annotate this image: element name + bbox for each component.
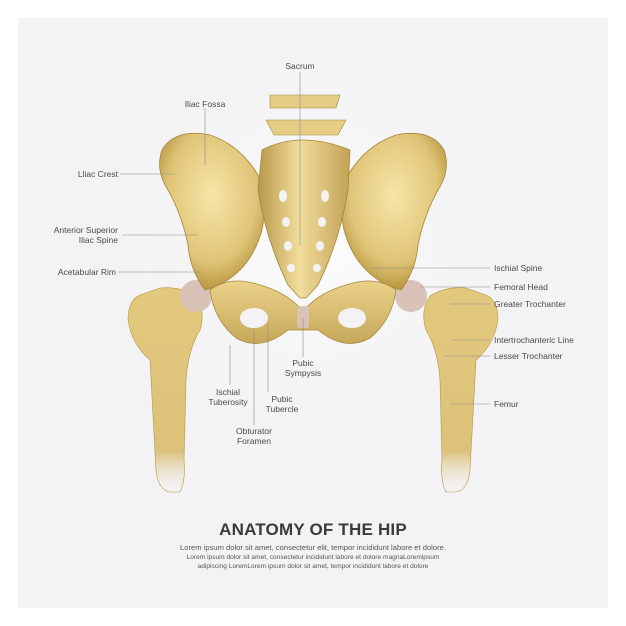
description-line-3: adipiscing LoremLorem ipsum dolor sit am… xyxy=(197,563,429,570)
pubic-ischial-ring xyxy=(209,280,397,344)
right-ilium xyxy=(341,132,447,291)
page-title: ANATOMY OF THE HIP xyxy=(219,520,407,539)
label-lesser-trochanter: Lesser Trochanter xyxy=(494,351,563,361)
label-iliac-crest: Lliac Crest xyxy=(77,169,118,179)
label-acetabular-rim: Acetabular Rim xyxy=(57,267,116,277)
label-femoral-head: Femoral Head xyxy=(494,282,548,292)
label-pubic-sympysis: Pubic Sympysis xyxy=(284,358,322,378)
label-pubic-tubercle: Pubic Tubercle xyxy=(265,394,299,414)
right-femoral-head xyxy=(395,280,427,312)
label-ischial-spine: Ischial Spine xyxy=(494,263,543,273)
leader-lines xyxy=(118,72,490,425)
label-intertrochanteric-line: Intertrochanteric Line xyxy=(494,335,574,345)
pubic-symphysis-disc xyxy=(297,306,309,328)
label-femur: Femur xyxy=(494,399,519,409)
right-femur xyxy=(395,280,499,493)
sacrum xyxy=(257,94,351,299)
description-line-2: Lorem ipsum dolor sit amet, consectetur … xyxy=(186,554,440,561)
right-obturator-foramen xyxy=(338,308,366,328)
left-ilium xyxy=(159,132,265,291)
left-obturator-foramen xyxy=(240,308,268,328)
label-sacrum: Sacrum xyxy=(285,61,315,71)
label-iliac-fossa: Iliac Fossa xyxy=(184,99,226,109)
label-ischial-tuberosity: Ischial Tuberosity xyxy=(208,387,248,407)
label-greater-trochanter: Greater Trochanter xyxy=(494,299,566,309)
description-line-1: Lorem ipsum dolor sit amet, consectetur … xyxy=(180,543,446,552)
label-anterior-superior-iliac-spine: Anterior Superior Iliac Spine xyxy=(53,225,118,245)
label-obturator-foramen: Obturator Foramen xyxy=(236,426,272,446)
